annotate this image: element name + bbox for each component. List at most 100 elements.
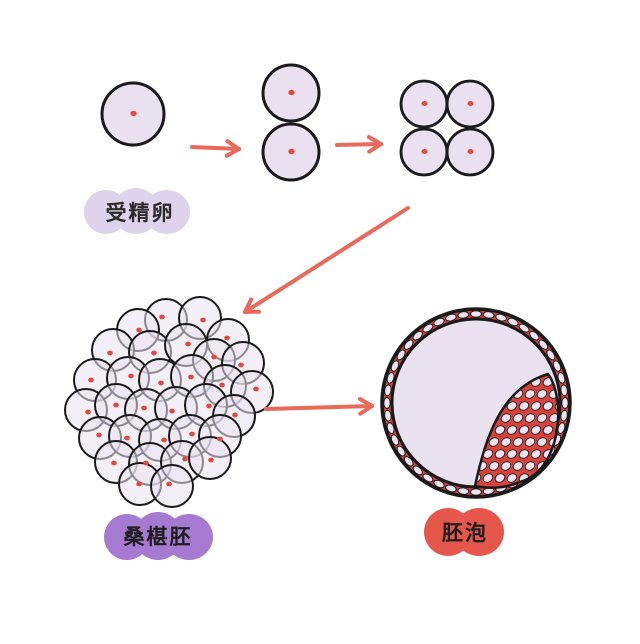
inner-mass-cell <box>548 413 559 423</box>
inner-mass-cell <box>500 437 512 447</box>
trophoblast-cell <box>412 465 423 476</box>
morula-nucleus <box>124 435 130 441</box>
trophoblast-cell <box>390 360 400 372</box>
trophoblast-cell <box>403 456 414 467</box>
morula-nucleus <box>185 341 191 347</box>
inner-mass-cell <box>512 437 524 447</box>
four-cell-4-nucleus <box>467 148 474 155</box>
inner-mass-cell <box>536 413 548 423</box>
morula-nucleus <box>136 481 142 487</box>
trophoblast-cell <box>396 349 406 361</box>
trophoblast-cell <box>445 484 457 493</box>
arrows-group <box>190 135 410 416</box>
zygote-stage <box>100 81 166 147</box>
inner-mass-cell <box>506 473 518 483</box>
inner-mass-cell <box>494 473 506 483</box>
morula-nucleus <box>224 335 230 341</box>
blastocyst-stage <box>380 307 579 499</box>
morula-nucleus <box>111 460 117 466</box>
morula-nucleus <box>107 350 113 356</box>
arrow-zygote-to-two-cell-shaft <box>190 145 241 151</box>
trophoblast-cell <box>560 384 568 397</box>
trophoblast-cell <box>546 349 556 361</box>
inner-mass-cell <box>554 473 559 483</box>
trophoblast-cell <box>384 409 392 422</box>
two-cell-top-nucleus <box>288 89 295 96</box>
morula-nucleus <box>136 327 142 333</box>
morula-nucleus <box>188 374 194 380</box>
morula-cell <box>150 464 194 508</box>
inner-mass-cell <box>524 437 536 447</box>
inner-mass-cell <box>494 425 506 435</box>
arrow-two-to-four-cell-shaft <box>335 142 383 147</box>
trophoblast-cell <box>507 317 519 327</box>
inner-mass-cell <box>530 401 542 411</box>
trophoblast-cell <box>560 409 568 422</box>
inner-mass-cell <box>524 389 536 399</box>
morula-nucleus <box>96 432 102 438</box>
inner-cell-mass-outline <box>473 372 560 489</box>
blastocyst-label: 胚泡 <box>442 521 488 545</box>
morula-nucleus <box>85 409 91 415</box>
trophoblast-cell <box>386 372 395 384</box>
trophoblast-cell <box>422 323 434 333</box>
morula-nucleus <box>141 405 147 411</box>
morula-nucleus <box>159 314 165 320</box>
arrow-morula-to-blastocyst-shaft <box>264 404 374 411</box>
inner-mass-cell <box>488 437 500 447</box>
trophoblast-cell <box>386 422 395 434</box>
zygote-nucleus <box>130 110 137 117</box>
morula-nucleus <box>189 431 195 437</box>
morula-nucleus <box>169 408 175 414</box>
two-cell-bottom-nucleus <box>288 148 295 155</box>
inner-mass-cell <box>518 425 530 435</box>
trophoblast-cell <box>457 311 470 319</box>
morula-nucleus <box>143 460 149 466</box>
trophoblast-cell <box>482 311 495 319</box>
trophoblast-cell <box>384 384 392 397</box>
inner-mass-cell <box>482 473 494 483</box>
four-cell-stage <box>399 79 495 177</box>
trophoblast-cell <box>561 397 569 409</box>
trophoblast-cell <box>470 310 482 318</box>
trophoblast-cell <box>445 313 457 322</box>
inner-mass-cell <box>506 449 518 459</box>
morula-label: 桑椹胚 <box>123 525 193 549</box>
inner-mass-cell <box>536 437 548 447</box>
trophoblast-cell <box>433 479 445 489</box>
morula-nucleus <box>219 382 225 388</box>
morula-nucleus <box>208 457 214 463</box>
inner-mass-cell <box>542 425 554 435</box>
inner-mass-cell <box>512 413 524 423</box>
morula-nucleus <box>128 373 134 379</box>
morula-nucleus <box>166 481 172 487</box>
trophoblast-cell <box>538 339 549 350</box>
four-cell-3-nucleus <box>421 148 428 155</box>
morula-nucleus <box>238 362 244 368</box>
morula-nucleus <box>88 377 94 383</box>
trophoblast-cell <box>552 360 562 372</box>
morula-nucleus <box>161 437 167 443</box>
arrow-morula-to-blastocyst-head <box>357 397 374 416</box>
four-cell-2-nucleus <box>467 100 474 107</box>
morula-stage <box>64 296 274 508</box>
inner-mass-cell <box>506 401 518 411</box>
morula-nucleus <box>206 403 212 409</box>
morula-nucleus <box>217 436 223 442</box>
trophoblast-cell <box>403 339 414 350</box>
inner-mass-cell <box>518 449 530 459</box>
inner-mass-cell <box>500 461 512 471</box>
inner-mass-cell <box>500 413 512 423</box>
trophoblast-cell <box>457 487 470 495</box>
trophoblast-cell <box>383 397 391 409</box>
inner-mass-cell <box>566 448 579 460</box>
trophoblast-cell <box>390 434 400 446</box>
inner-mass-cell <box>542 401 554 411</box>
arrow-four-cell-to-morula-shaft <box>243 206 410 314</box>
four-cell-1-nucleus <box>421 100 428 107</box>
trophoblast-cell <box>470 488 482 496</box>
morula-nucleus <box>200 317 206 323</box>
trophoblast-cell <box>412 330 423 341</box>
